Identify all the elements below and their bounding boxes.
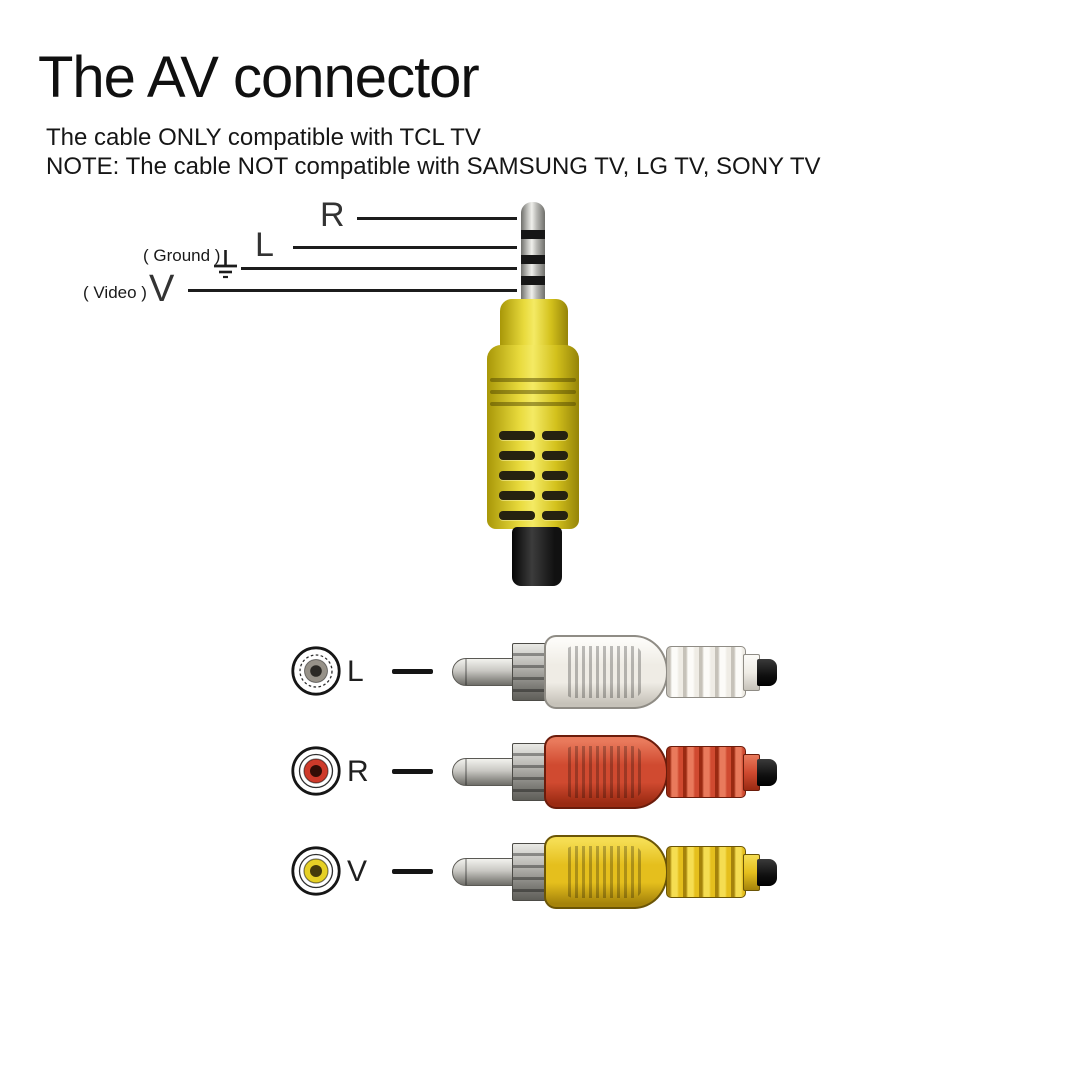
grip-slot: [542, 431, 568, 440]
jack-body-grip: [487, 345, 579, 529]
rca-plug-ridges: [564, 846, 642, 898]
grip-slot: [542, 511, 568, 520]
rca-row-left-audio: L: [0, 622, 1076, 722]
pin-lead-line-left: [293, 246, 517, 249]
grip-slot: [499, 491, 535, 500]
rca-row-right-audio: R: [0, 722, 1076, 822]
pin-label-left: L: [255, 226, 274, 264]
rca-strain-relief-spring: [666, 746, 746, 798]
rca-cable-stub: [757, 759, 777, 786]
grip-slot: [499, 431, 535, 440]
grip-slot: [542, 471, 568, 480]
plug-insulator-band: [521, 276, 545, 285]
rca-strain-relief-spring: [666, 646, 746, 698]
grip-slot: [542, 451, 568, 460]
jack-body-neck: [500, 299, 568, 347]
rca-port-icon-yellow: [291, 846, 341, 896]
rca-plug-pin: [452, 658, 516, 686]
rca-plug-collar: [512, 843, 546, 901]
plug-insulator-band: [521, 255, 545, 264]
ground-annotation: ( Ground ): [143, 246, 221, 265]
rca-dash: [392, 769, 433, 774]
pin-lead-line-ground: [241, 267, 517, 270]
grip-slot: [499, 451, 535, 460]
grip-groove: [490, 378, 576, 382]
pin-lead-line-video: [188, 289, 517, 292]
rca-cable-stub: [757, 859, 777, 886]
rca-label: L: [347, 655, 364, 688]
grip-slot: [499, 471, 535, 480]
rca-row-video: V: [0, 822, 1076, 922]
rca-plug-collar: [512, 743, 546, 801]
rca-dash: [392, 669, 433, 674]
grip-slot: [499, 511, 535, 520]
rca-plug-body: [544, 635, 668, 709]
rca-plug-body: [544, 735, 668, 809]
plug-insulator-band: [521, 230, 545, 239]
ground-icon: [214, 250, 237, 279]
grip-slot: [542, 491, 568, 500]
rca-cable-stub: [757, 659, 777, 686]
rca-label: R: [347, 755, 369, 788]
subtitle-compatibility: The cable ONLY compatible with TCL TV: [46, 124, 481, 151]
rca-plug-pin: [452, 858, 516, 886]
rca-port-icon-red: [291, 746, 341, 796]
rca-label: V: [347, 855, 368, 888]
rca-dash: [392, 869, 433, 874]
subtitle-note: NOTE: The cable NOT compatible with SAMS…: [46, 153, 821, 180]
grip-groove: [490, 402, 576, 406]
rca-plug-ridges: [564, 646, 642, 698]
grip-groove: [490, 390, 576, 394]
pin-label-right: R: [320, 196, 345, 234]
jack-plug-metal-tip: [521, 202, 545, 302]
rca-strain-relief-spring: [666, 846, 746, 898]
page-title: The AV connector: [38, 45, 480, 110]
rca-plug-pin: [452, 758, 516, 786]
rca-plug-collar: [512, 643, 546, 701]
rca-plug-body: [544, 835, 668, 909]
pin-label-video: V: [149, 268, 175, 310]
rca-plug-ridges: [564, 746, 642, 798]
pin-lead-line-right: [357, 217, 517, 220]
video-annotation: ( Video ): [83, 283, 147, 302]
jack-cable: [512, 527, 562, 586]
rca-port-icon-white: [291, 646, 341, 696]
